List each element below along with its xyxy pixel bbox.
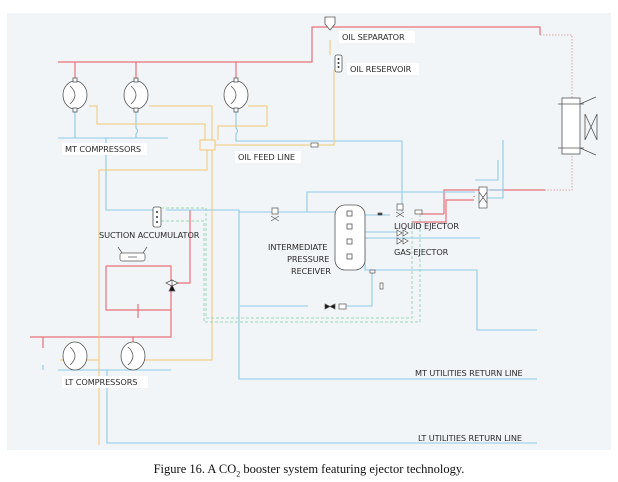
mt-discharge-header — [58, 26, 541, 63]
label-liquid-ejector: LIQUID EJECTOR — [394, 221, 459, 231]
label-receiver-line1: INTERMEDIATE — [268, 242, 327, 252]
figure-caption: Figure 16. A CO2 booster system featurin… — [0, 462, 618, 479]
label-lt-compressors: LT COMPRESSORS — [65, 377, 137, 387]
high-pressure-valve-icon — [478, 186, 488, 209]
suction-accumulator-icon — [152, 206, 162, 228]
label-mt-compressors: MT COMPRESSORS — [65, 144, 141, 154]
gas-ejector-valves-icon — [396, 229, 409, 245]
heat-exchanger-icon — [117, 246, 148, 262]
caption-subscript: 2 — [236, 469, 241, 479]
gas-cooler-icon — [558, 96, 598, 156]
label-oil-separator: OIL SEPARATOR — [342, 32, 405, 42]
label-oil-reservoir: OIL RESERVOIR — [350, 64, 412, 74]
label-mt-utilities-return: MT UTILITIES RETURN LINE — [415, 368, 523, 378]
mt-compressor-3 — [223, 77, 249, 113]
flash-gas-lines — [161, 207, 421, 323]
liquid-ejector-valve-icon — [377, 203, 423, 218]
mt-utilities-return — [166, 209, 537, 380]
receiver-outlet-valve-icon — [324, 269, 384, 310]
mt-compressor-1 — [62, 77, 88, 113]
caption-prefix: Figure 16. A CO — [153, 462, 237, 476]
lt-compressor-2 — [120, 341, 146, 371]
oil-separator-icon — [324, 16, 336, 31]
label-oil-feed-line: OIL FEED LINE — [238, 152, 295, 162]
intermediate-pressure-receiver-icon — [334, 204, 366, 271]
label-receiver-line3: RECEIVER — [291, 266, 331, 276]
label-lt-utilities-return: LT UTILITIES RETURN LINE — [418, 433, 522, 443]
label-suction-accumulator: SUCTION ACCUMULATOR — [99, 230, 200, 240]
high-pressure-lines — [30, 26, 545, 348]
label-gas-ejector: GAS EJECTOR — [394, 247, 449, 257]
oil-filter-icon — [310, 142, 319, 148]
lt-utilities-return — [106, 370, 537, 444]
expansion-valve-icon — [270, 207, 280, 222]
label-group: OIL SEPARATOR OIL RESERVOIR MT COMPRESSO… — [62, 31, 523, 443]
label-receiver-line2: PRESSURE — [287, 254, 329, 264]
three-way-valve-icon — [165, 279, 179, 292]
oil-reservoir-icon — [334, 54, 343, 73]
caption-suffix: booster system featuring ejector technol… — [240, 462, 465, 476]
mt-compressor-2 — [123, 77, 149, 113]
lt-compressor-1 — [62, 341, 88, 371]
